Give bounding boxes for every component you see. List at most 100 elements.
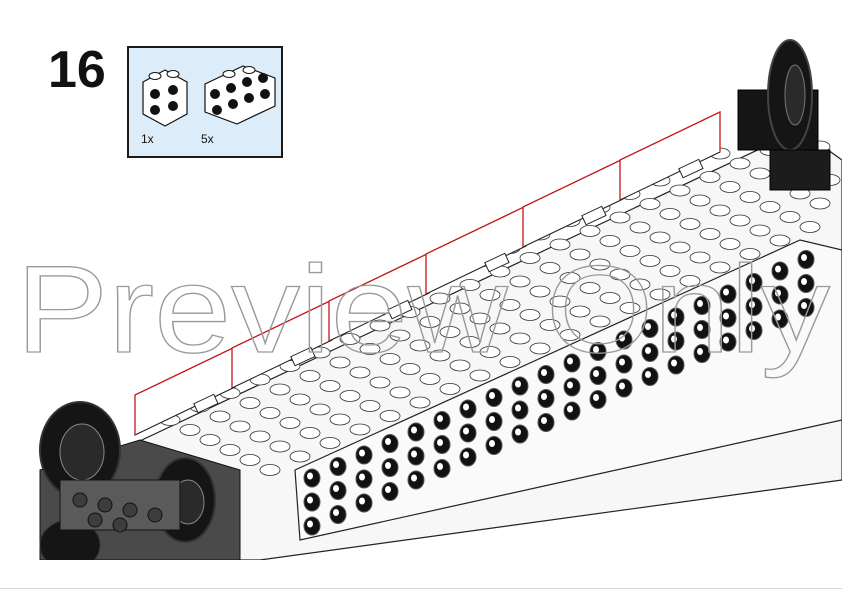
stud	[739, 191, 761, 203]
stud	[499, 299, 521, 311]
hole-highlight	[307, 520, 313, 528]
stud	[389, 386, 411, 399]
stud	[549, 238, 571, 251]
stud	[629, 278, 651, 291]
hole-highlight	[541, 369, 547, 376]
hole-highlight	[359, 449, 365, 457]
stud	[619, 302, 641, 314]
hole-highlight	[593, 394, 599, 401]
hole-highlight	[671, 311, 677, 319]
hole-highlight	[749, 277, 755, 284]
stud	[509, 275, 531, 288]
hole-highlight	[619, 358, 625, 366]
hole-highlight	[801, 302, 807, 309]
stud	[249, 430, 271, 443]
bracket-1x2-2x4-icon	[204, 65, 276, 125]
technic-holes	[303, 250, 815, 536]
rear-bogie	[737, 39, 831, 191]
stud	[739, 248, 761, 260]
stud	[229, 420, 251, 433]
hole-highlight	[463, 427, 469, 435]
part-quantity: 1x	[141, 132, 154, 146]
stud	[539, 319, 561, 331]
hole-highlight	[411, 474, 417, 482]
stud	[699, 228, 721, 240]
stud	[809, 197, 831, 210]
stud	[599, 235, 621, 247]
hole-highlight	[489, 416, 495, 423]
hole-highlight	[619, 334, 625, 342]
hole-highlight	[489, 440, 495, 447]
stud	[709, 204, 731, 217]
stud	[729, 157, 751, 170]
stud	[259, 464, 281, 476]
stud	[379, 353, 401, 365]
stud	[199, 434, 221, 446]
stud	[589, 258, 611, 271]
stud	[269, 440, 291, 453]
stud	[519, 252, 541, 264]
hole-highlight	[385, 438, 391, 445]
stud	[449, 302, 471, 315]
stud	[319, 437, 341, 449]
hole-highlight	[671, 335, 677, 343]
hole-highlight	[541, 393, 547, 400]
stud	[779, 211, 801, 223]
hole-highlight	[801, 254, 807, 261]
bracket-stud-tab	[678, 158, 704, 179]
stud	[209, 410, 231, 423]
hole-highlight	[723, 336, 729, 344]
stud	[459, 279, 481, 291]
stud	[349, 366, 371, 379]
hole-highlight	[723, 312, 729, 320]
stud	[319, 380, 341, 392]
bracket-stud-tab	[387, 299, 413, 320]
stud	[609, 268, 631, 281]
hole-highlight	[515, 428, 521, 436]
hole-highlight	[645, 323, 651, 330]
hole-highlight	[645, 371, 651, 378]
stud	[429, 349, 451, 362]
stud	[659, 208, 681, 220]
stud	[799, 221, 821, 233]
hole-highlight	[359, 497, 365, 505]
stud	[359, 343, 381, 355]
step-number: 16	[48, 41, 106, 99]
stud	[299, 427, 321, 439]
stud	[749, 224, 771, 237]
stud	[759, 201, 781, 213]
hole-highlight	[333, 485, 339, 492]
stud	[499, 356, 521, 368]
stud	[519, 309, 541, 321]
stud	[569, 305, 591, 318]
stud	[479, 289, 501, 301]
hole-highlight	[775, 289, 781, 297]
hole-highlight	[307, 496, 313, 504]
stud	[639, 198, 661, 210]
stud	[559, 272, 581, 284]
hole-highlight	[593, 370, 599, 377]
front-bogie	[39, 401, 241, 560]
stud	[589, 315, 611, 328]
footer-divider	[0, 588, 842, 589]
stud	[689, 194, 711, 207]
hole-highlight	[749, 325, 755, 332]
stud	[379, 410, 401, 422]
stud	[729, 214, 751, 227]
stud	[449, 359, 471, 372]
stud	[469, 312, 491, 325]
stud	[749, 167, 771, 180]
stud	[309, 403, 331, 416]
hole-highlight	[437, 439, 443, 446]
stud	[259, 407, 281, 419]
stud	[469, 369, 491, 382]
stud	[339, 333, 361, 345]
stud	[539, 262, 561, 274]
stud	[219, 444, 241, 456]
stud	[289, 393, 311, 406]
bracket-stud-tab	[290, 346, 316, 367]
hole-highlight	[775, 313, 781, 321]
hole-highlight	[567, 405, 573, 413]
